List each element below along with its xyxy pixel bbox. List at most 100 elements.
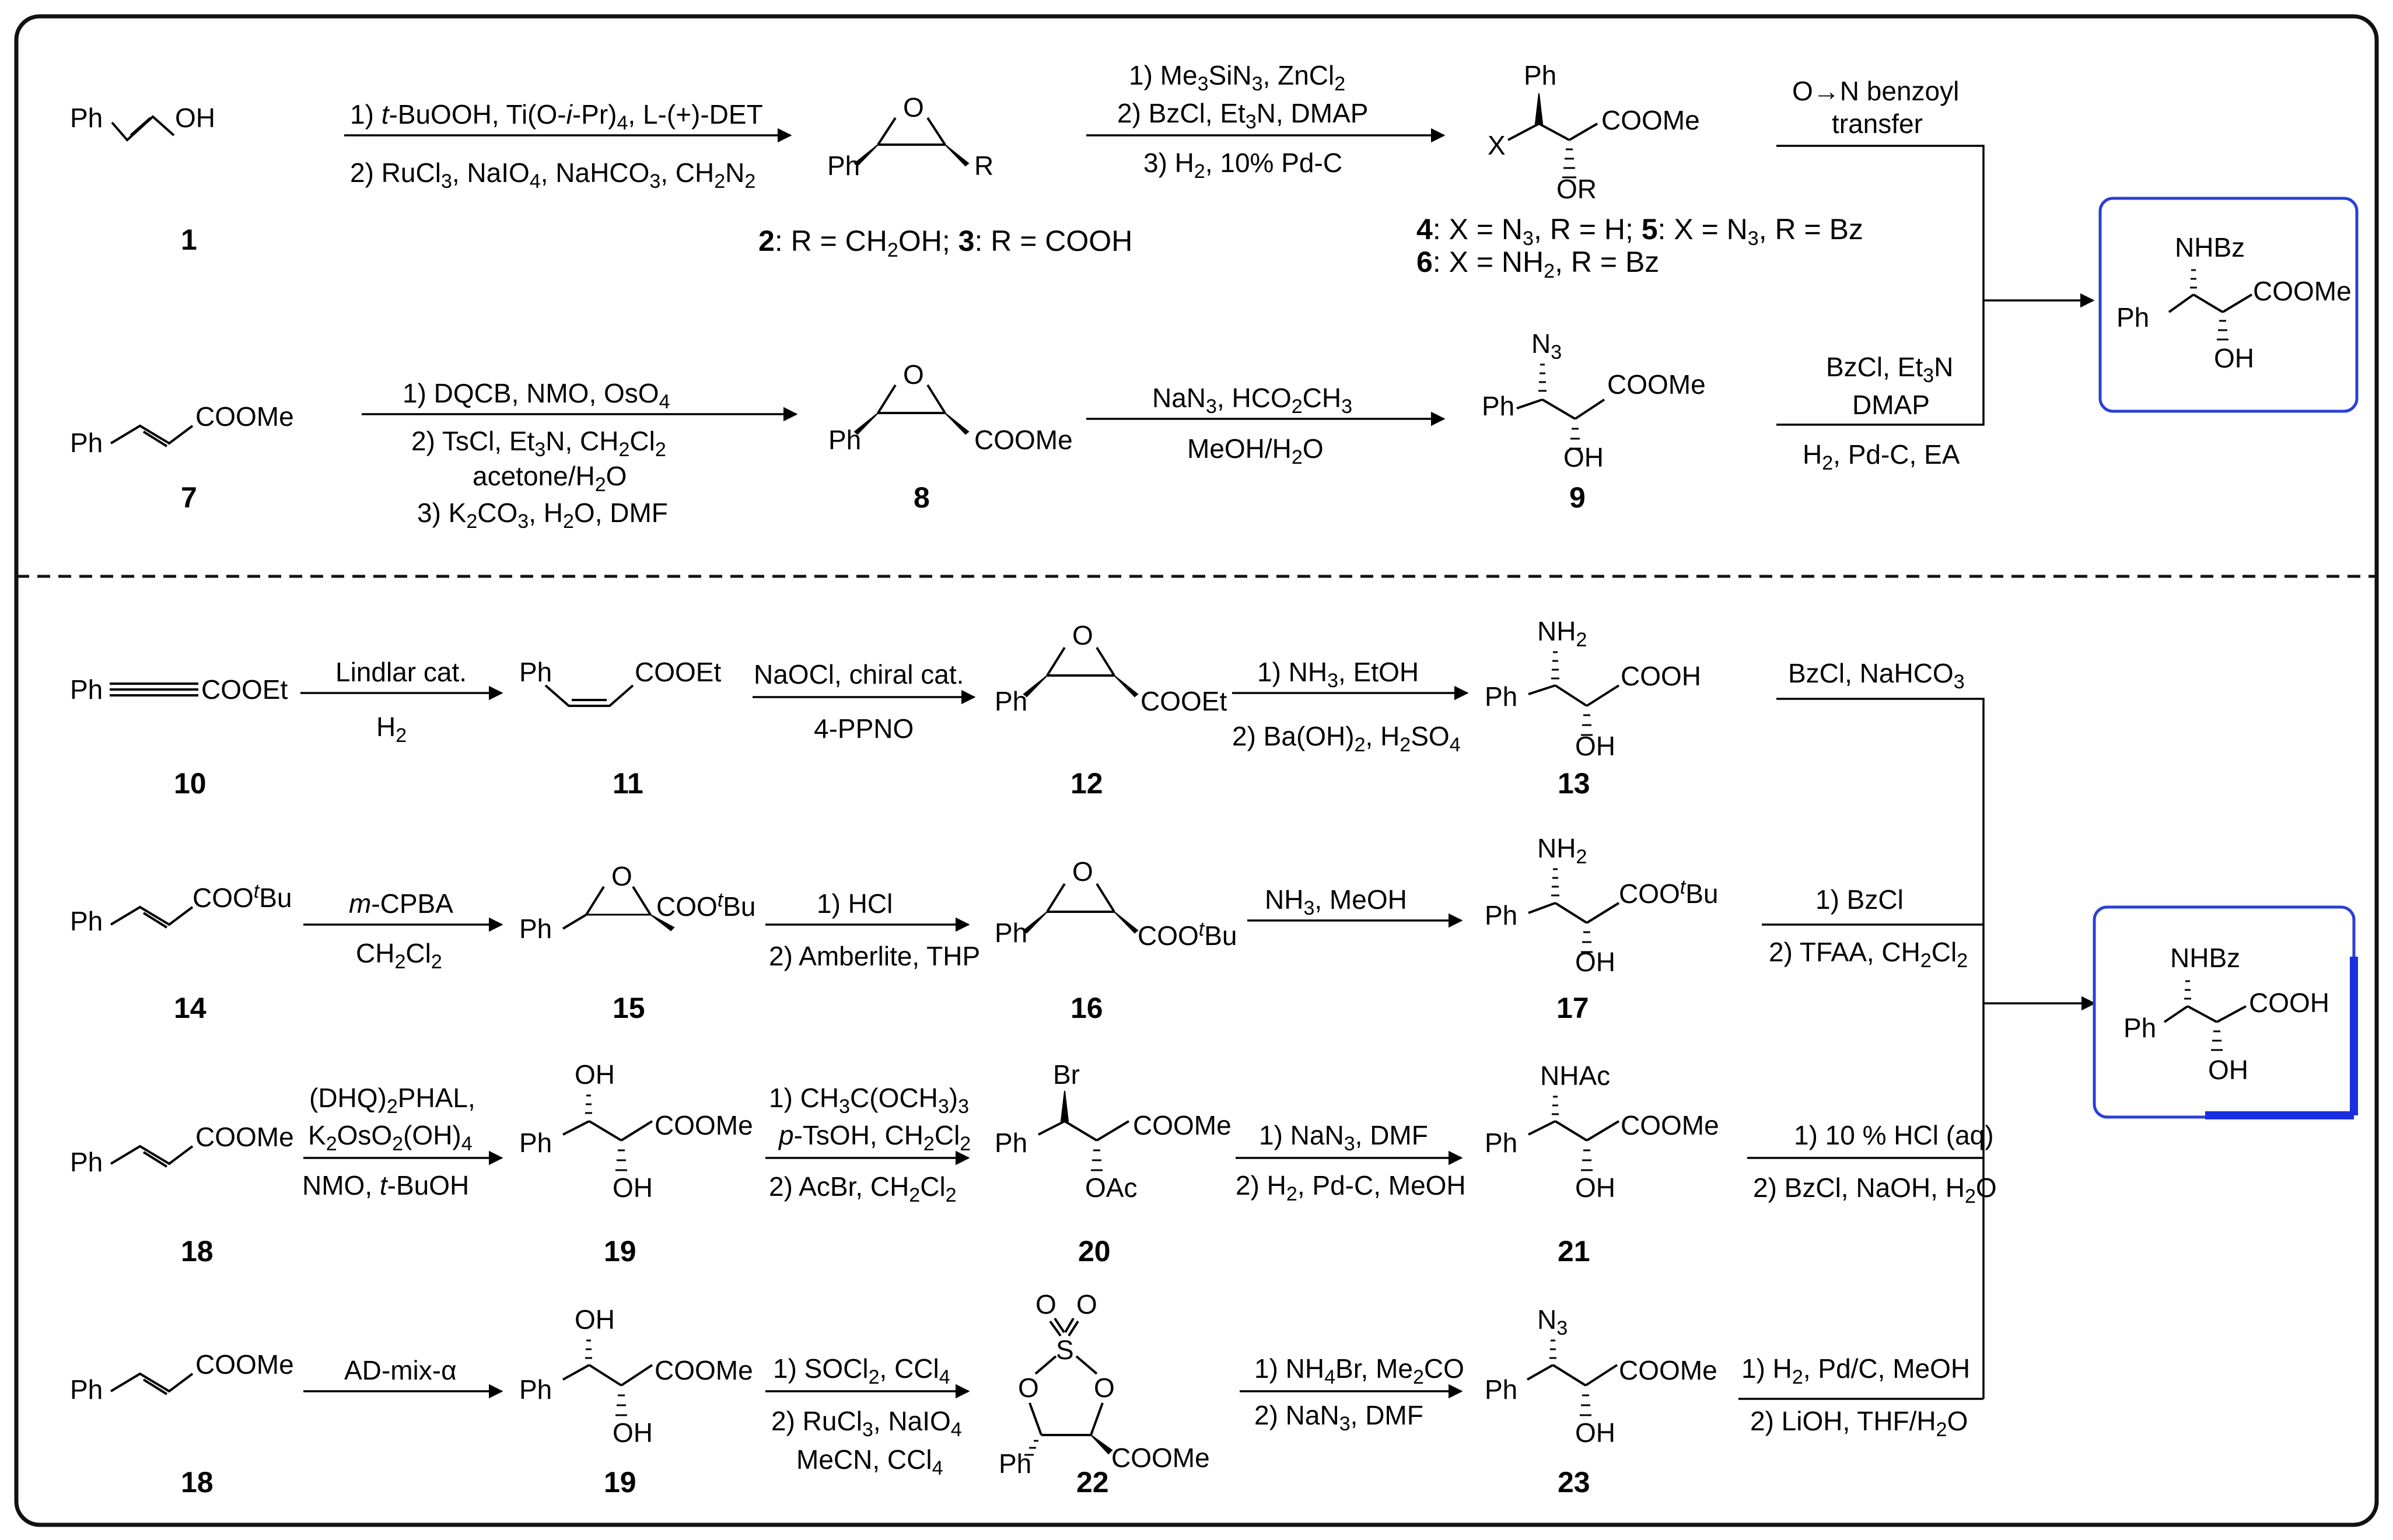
svg-text:22: 22 bbox=[1076, 1466, 1109, 1499]
svg-text:10: 10 bbox=[174, 767, 207, 800]
svg-text:OH: OH bbox=[575, 1059, 615, 1090]
svg-text:19: 19 bbox=[604, 1235, 636, 1268]
compound-7: Ph COOMe 7 bbox=[70, 401, 294, 514]
svg-text:transfer: transfer bbox=[1832, 108, 1923, 139]
reaction-arrow-r11: m-CPBA CH2Cl2 bbox=[303, 888, 503, 973]
svg-text:NMO, t-BuOH: NMO, t-BuOH bbox=[302, 1170, 469, 1200]
svg-text:2) H2, Pd-C, MeOH: 2) H2, Pd-C, MeOH bbox=[1236, 1170, 1466, 1205]
svg-text:O: O bbox=[1094, 1373, 1115, 1403]
reaction-arrow-r15: (DHQ)2PHAL, K2OsO2(OH)4 NMO, t-BuOH bbox=[302, 1083, 503, 1200]
svg-text:NHBz: NHBz bbox=[2170, 943, 2240, 973]
compound-16: O Ph COOtBu 16 bbox=[995, 856, 1237, 1024]
svg-text:NH3, MeOH: NH3, MeOH bbox=[1265, 884, 1407, 919]
reaction-arrow-r20: 1) SOCl2, CCl4 2) RuCl3, NaIO4 MeCN, CCl… bbox=[765, 1353, 970, 1479]
svg-text:11: 11 bbox=[613, 767, 643, 800]
svg-text:17: 17 bbox=[1556, 992, 1589, 1024]
compound-15: O Ph COOtBu 15 bbox=[519, 861, 756, 1024]
svg-text:3) K2CO3, H2O, DMF: 3) K2CO3, H2O, DMF bbox=[417, 498, 668, 533]
compound-18a: Ph COOMe 18 bbox=[70, 1122, 294, 1268]
reaction-arrow-r6: BzCl, Et3N DMAP H2, Pd-C, EA bbox=[1776, 293, 2095, 474]
svg-text:R: R bbox=[974, 150, 993, 181]
svg-text:X: X bbox=[1488, 130, 1506, 160]
svg-text:OAc: OAc bbox=[1085, 1172, 1137, 1203]
svg-text:Ph: Ph bbox=[70, 906, 103, 936]
outer-frame bbox=[14, 14, 2379, 1527]
compound-number: 1 bbox=[181, 223, 197, 256]
svg-text:OH: OH bbox=[613, 1172, 653, 1203]
reaction-arrow-r3: O→N benzoyl transfer bbox=[1776, 76, 1985, 300]
reaction-arrow-r19: AD-mix-α bbox=[303, 1355, 503, 1399]
svg-text:COOMe: COOMe bbox=[1133, 1110, 1232, 1140]
svg-text:NaN3, HCO2CH3: NaN3, HCO2CH3 bbox=[1152, 383, 1352, 418]
svg-text:COOMe: COOMe bbox=[1601, 105, 1700, 135]
svg-text:NH2: NH2 bbox=[1537, 616, 1587, 651]
svg-text:8: 8 bbox=[914, 481, 930, 514]
svg-text:Ph: Ph bbox=[1524, 60, 1556, 90]
svg-text:(DHQ)2PHAL,: (DHQ)2PHAL, bbox=[309, 1083, 475, 1118]
svg-text:Ph: Ph bbox=[70, 674, 103, 705]
svg-text:COOMe: COOMe bbox=[1621, 1110, 1719, 1140]
svg-text:Ph: Ph bbox=[827, 150, 860, 181]
svg-text:O: O bbox=[1018, 1373, 1039, 1403]
svg-text:O: O bbox=[903, 92, 924, 123]
svg-text:NHBz: NHBz bbox=[2175, 232, 2245, 262]
svg-text:COOMe: COOMe bbox=[195, 1349, 294, 1380]
svg-text:1) CH3C(OCH3)3: 1) CH3C(OCH3)3 bbox=[769, 1083, 969, 1118]
svg-text:COOEt: COOEt bbox=[635, 657, 721, 687]
svg-text:AD-mix-α: AD-mix-α bbox=[344, 1355, 457, 1385]
svg-text:Ph: Ph bbox=[70, 1374, 103, 1405]
svg-text:H2, Pd-C, EA: H2, Pd-C, EA bbox=[1803, 439, 1960, 474]
svg-text:2) LiOH, THF/H2O: 2) LiOH, THF/H2O bbox=[1750, 1406, 1968, 1441]
reaction-arrow-r8: NaOCl, chiral cat. 4-PPNO bbox=[753, 659, 976, 744]
svg-text:O: O bbox=[1072, 620, 1093, 650]
reaction-arrow-r4: 1) DQCB, NMO, OsO4 2) TsCl, Et3N, CH2Cl2… bbox=[362, 378, 798, 533]
compound-19a: OH Ph COOMe OH 19 bbox=[519, 1059, 753, 1268]
svg-text:COOEt: COOEt bbox=[1140, 686, 1227, 716]
svg-text:1) SOCl2, CCl4: 1) SOCl2, CCl4 bbox=[773, 1353, 950, 1388]
svg-text:COOMe: COOMe bbox=[974, 425, 1073, 455]
svg-text:1) HCl: 1) HCl bbox=[817, 888, 893, 919]
svg-text:Ph: Ph bbox=[1485, 1128, 1517, 1158]
svg-text:MeOH/H2O: MeOH/H2O bbox=[1187, 433, 1324, 468]
svg-text:OH: OH bbox=[1575, 947, 1615, 977]
svg-text:Ph: Ph bbox=[519, 914, 552, 944]
svg-text:O: O bbox=[1035, 1289, 1056, 1320]
svg-text:1) H2, Pd/C, MeOH: 1) H2, Pd/C, MeOH bbox=[1741, 1353, 1970, 1388]
reaction-arrow-r2: 1) Me3SiN3, ZnCl2 2) BzCl, Et3N, DMAP 3)… bbox=[1086, 60, 1446, 183]
svg-text:1) NH4Br, Me2CO: 1) NH4Br, Me2CO bbox=[1254, 1353, 1464, 1388]
svg-text:13: 13 bbox=[1558, 767, 1590, 800]
svg-text:COOMe: COOMe bbox=[655, 1355, 753, 1385]
svg-text:OH: OH bbox=[575, 1304, 615, 1335]
compound-19b: OH Ph COOMe OH 19 bbox=[519, 1304, 753, 1499]
svg-text:NaOCl, chiral cat.: NaOCl, chiral cat. bbox=[754, 659, 964, 690]
product-box-bottom: NHBz Ph COOH OH bbox=[2093, 905, 2358, 1119]
reaction-arrow-r1: 1) t-BuOOH, Ti(O-i-Pr)4, L-(+)-DET 2) Ru… bbox=[344, 99, 792, 192]
svg-text:N3: N3 bbox=[1537, 1304, 1568, 1339]
svg-text:15: 15 bbox=[613, 992, 645, 1024]
reaction-arrow-r5: NaN3, HCO2CH3 MeOH/H2O bbox=[1086, 383, 1446, 468]
svg-text:COOMe: COOMe bbox=[655, 1110, 753, 1140]
svg-text:1) Me3SiN3, ZnCl2: 1) Me3SiN3, ZnCl2 bbox=[1129, 60, 1345, 95]
svg-text:COOH: COOH bbox=[1621, 661, 1701, 691]
reaction-arrow-r18: 1) 10 % HCl (aq) 2) BzCl, NaOH, H2O bbox=[1747, 1120, 1997, 1208]
svg-text:Ph: Ph bbox=[999, 1448, 1031, 1479]
compound-1: Ph OH 1 bbox=[70, 103, 215, 256]
svg-text:OH: OH bbox=[1575, 1172, 1615, 1203]
svg-text:Ph: Ph bbox=[1482, 391, 1514, 421]
compound-17: NH2 Ph COOtBu OH 17 bbox=[1485, 833, 1719, 1024]
compound-22: O O S O O Ph COOMe 22 bbox=[999, 1289, 1210, 1499]
svg-text:2) BzCl, Et3N, DMAP: 2) BzCl, Et3N, DMAP bbox=[1117, 98, 1368, 133]
svg-text:COOMe: COOMe bbox=[1111, 1443, 1210, 1473]
svg-text:2) BzCl, NaOH, H2O: 2) BzCl, NaOH, H2O bbox=[1753, 1172, 1997, 1208]
svg-text:CH2Cl2: CH2Cl2 bbox=[356, 938, 442, 973]
svg-text:Ph: Ph bbox=[828, 425, 861, 455]
svg-text:p-TsOH, CH2Cl2: p-TsOH, CH2Cl2 bbox=[778, 1120, 971, 1155]
svg-text:O: O bbox=[1076, 1289, 1097, 1320]
svg-text:H2: H2 bbox=[376, 712, 407, 747]
svg-text:O: O bbox=[611, 861, 632, 891]
svg-text:Ph: Ph bbox=[519, 657, 552, 687]
svg-text:O→N benzoyl: O→N benzoyl bbox=[1792, 76, 1959, 106]
svg-text:4: X = N3, R = H; 5: X = N3, R: 4: X = N3, R = H; 5: X = N3, R = Bz bbox=[1416, 213, 1863, 250]
svg-text:Ph: Ph bbox=[70, 1147, 103, 1177]
reaction-arrow-r7: Lindlar cat. H2 bbox=[300, 657, 503, 747]
